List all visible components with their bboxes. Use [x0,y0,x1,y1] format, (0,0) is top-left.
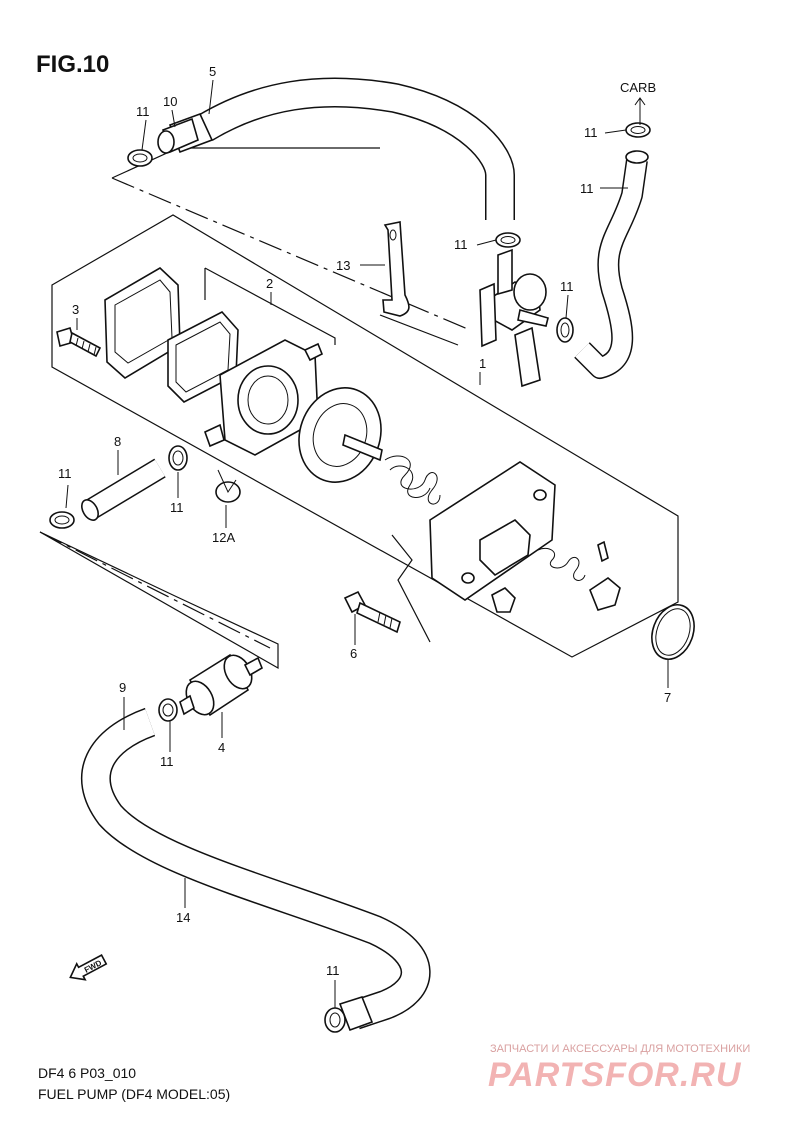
callout-14: 14 [176,910,190,925]
o-ring-7 [651,604,695,660]
figure-code: DF4 6 P03_010 [38,1065,136,1081]
callout-3: 3 [72,302,79,317]
carb-label: CARB [620,80,656,95]
callout-12-g: 11 [160,754,174,769]
clip-12a [215,469,241,503]
callout-7: 7 [664,690,671,705]
callout-12-e: 11 [58,466,72,481]
fuel-cock-1 [479,248,549,388]
callout-5: 5 [209,64,216,79]
callout-12-a: 11 [136,104,150,119]
nut [491,587,516,613]
bolt-3 [56,326,102,358]
hose-8 [81,458,166,521]
spring-small [537,547,586,581]
callout-12-b: 11 [584,125,598,140]
callout-6: 6 [350,646,357,661]
strap-13 [382,221,410,317]
diaphragm [298,387,383,483]
callout-9: 9 [119,680,126,695]
watermark: ЗАПЧАСТИ И АКСЕССУАРЫ ДЛЯ МОТОТЕХНИКИ PA… [488,1043,750,1094]
watermark-brand: PARTSFOR.RU [488,1056,742,1094]
callout-13: 13 [336,258,350,273]
pipe-10 [157,117,199,154]
callout-10: 10 [163,94,177,109]
fwd-arrow-icon: FWD [69,954,108,981]
callout-12A: 12A [212,530,235,545]
plug [589,577,621,611]
gasket-plate [104,267,239,403]
hose-11 [574,150,649,379]
watermark-tagline: ЗАПЧАСТИ И АКСЕССУАРЫ ДЛЯ МОТОТЕХНИКИ [490,1043,750,1055]
callout-12-f: 11 [170,500,184,515]
callout-1: 1 [479,356,486,371]
pin [597,540,609,563]
callout-11: 11 [580,181,594,196]
callout-8: 8 [114,434,121,449]
callout-2: 2 [266,276,273,291]
hose-5 [168,77,515,220]
pump-cover [429,461,556,601]
callout-12-d: 11 [560,279,574,294]
carb-arrow [634,97,646,125]
callout-12-c: 11 [454,237,468,252]
fuel-filter-4 [179,653,263,717]
bolt-6 [343,590,401,634]
clamp-12 [49,122,651,1033]
callout-12-h: 11 [326,963,340,978]
assembly-outline [39,147,679,670]
callout-4: 4 [218,740,225,755]
figure-title: FIG.10 [36,51,109,78]
callouts: 1 2 3 4 5 6 7 8 9 10 11 11 11 11 11 13 1… [58,64,671,978]
hose-14 [80,707,431,1032]
leader-lines [65,79,669,1008]
spring-large [384,455,441,505]
pump-body-2 [204,339,324,456]
figure-caption: FUEL PUMP (DF4 MODEL:05) [38,1086,230,1102]
